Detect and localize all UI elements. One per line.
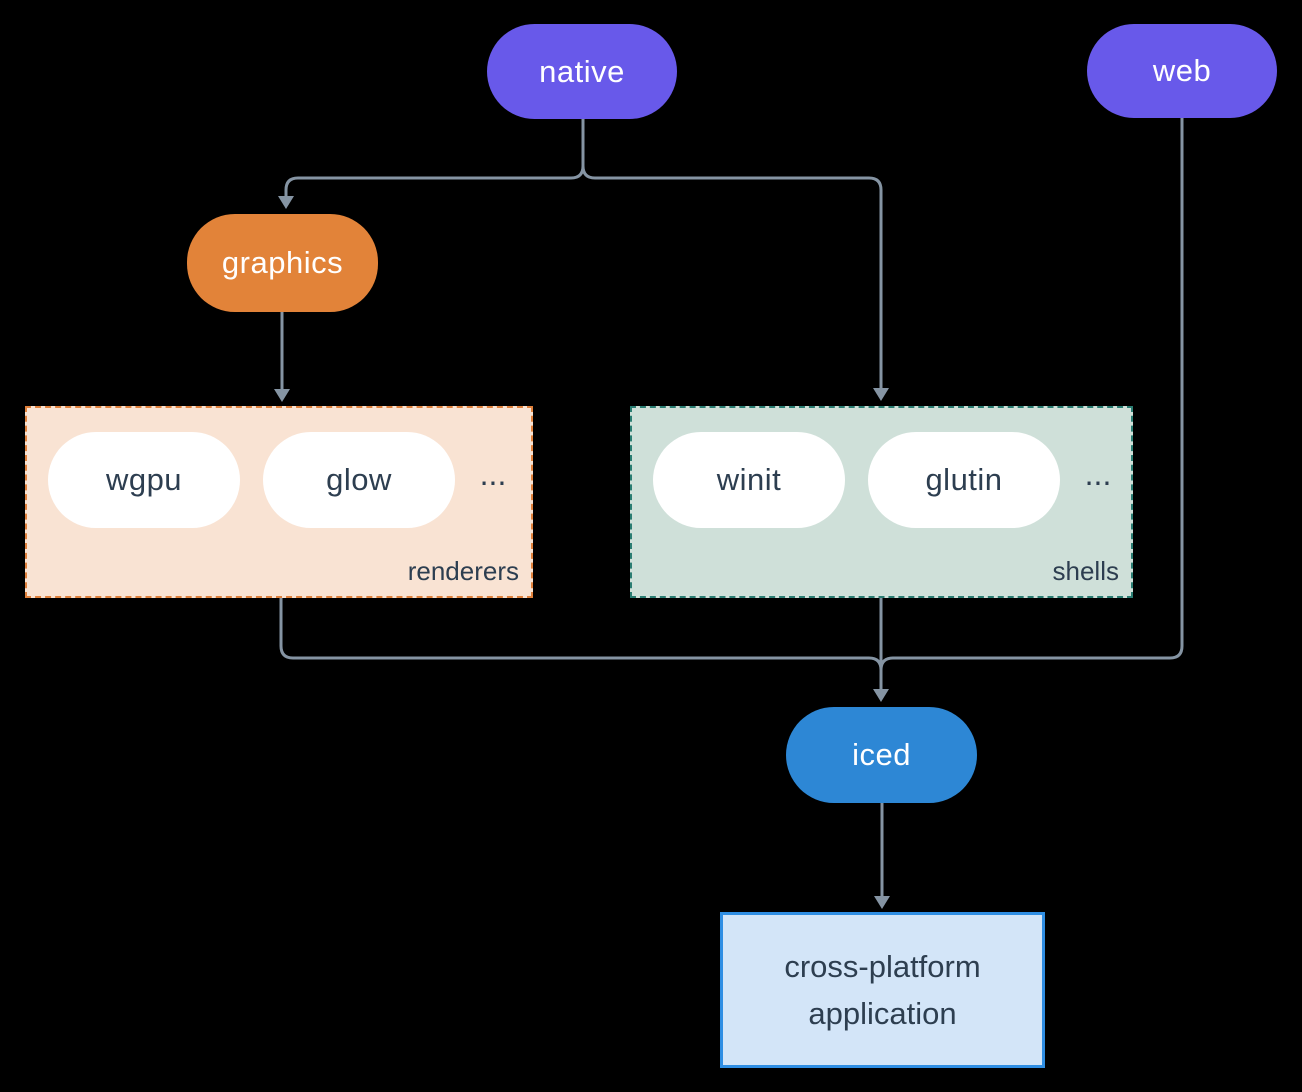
edge-renderers-iced [279, 598, 883, 671]
app-label-line1: cross-platform [784, 949, 981, 984]
node-glutin: glutin [868, 432, 1060, 528]
group-renderers-label: renderers [407, 556, 519, 586]
node-winit: winit [653, 432, 845, 528]
arrowhead-app [874, 896, 890, 909]
arrowhead-shells [873, 388, 889, 401]
arrowhead-graphics [278, 196, 294, 209]
group-shells-label: shells [1052, 556, 1119, 586]
node-wgpu: wgpu [48, 432, 240, 528]
node-graphics: graphics [187, 214, 378, 312]
edge-native-shells [581, 118, 883, 389]
arrowhead-iced [873, 689, 889, 702]
arrowhead-renderers [274, 389, 290, 402]
node-iced: iced [786, 707, 977, 803]
edge-native-graphics [284, 118, 585, 197]
node-glow: glow [263, 432, 455, 528]
renderers-ellipsis: ... [479, 456, 507, 492]
node-native: native [487, 24, 677, 119]
app-label-line2: application [808, 996, 957, 1031]
node-web: web [1087, 24, 1277, 118]
shells-ellipsis: ... [1084, 456, 1112, 492]
node-cross-platform-application: cross-platform application [720, 912, 1045, 1068]
